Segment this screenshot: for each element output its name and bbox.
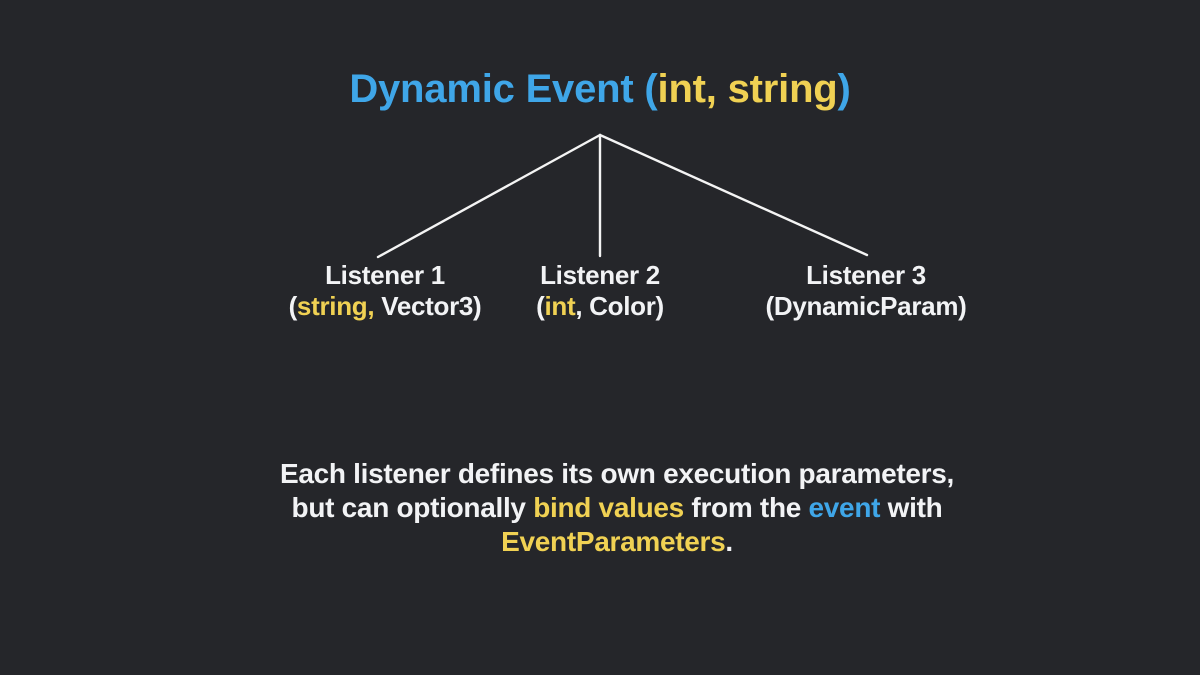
listener-2-params: (int, Color) bbox=[536, 291, 664, 322]
listener-2-node: Listener 2 (int, Color) bbox=[536, 260, 664, 322]
listener-1-params: (string, Vector3) bbox=[289, 291, 482, 322]
text-segment: Dynamic Event ( bbox=[349, 67, 658, 111]
listener-3-name: Listener 3 bbox=[806, 260, 926, 290]
text-segment: bind values bbox=[533, 492, 684, 523]
connector-title-to-listener-1 bbox=[376, 133, 602, 259]
caption-text: Each listener defines its own execution … bbox=[17, 457, 1200, 559]
slide-title: Dynamic Event (int, string) bbox=[0, 66, 1200, 112]
text-segment: ( bbox=[288, 291, 298, 321]
text-segment: from the bbox=[683, 492, 809, 523]
listener-2-name: Listener 2 bbox=[540, 260, 660, 290]
text-segment: string, bbox=[296, 291, 375, 321]
text-segment: int bbox=[544, 291, 576, 321]
text-segment: Each listener defines its own execution … bbox=[279, 458, 955, 489]
text-segment: with bbox=[880, 492, 943, 523]
listener-3-params: (DynamicParam) bbox=[766, 291, 967, 322]
text-segment: , Color) bbox=[575, 291, 664, 321]
text-segment: ) bbox=[837, 67, 851, 111]
text-segment: event bbox=[808, 492, 881, 523]
text-segment: but can optionally bbox=[291, 492, 534, 523]
text-segment: Vector3) bbox=[374, 291, 482, 321]
listener-3-node: Listener 3 (DynamicParam) bbox=[766, 260, 967, 322]
text-segment: EventParameters bbox=[501, 526, 726, 557]
text-segment: int, string bbox=[657, 67, 838, 111]
caption-line-3: EventParameters. bbox=[17, 525, 1200, 559]
caption-line-1: Each listener defines its own execution … bbox=[17, 457, 1200, 491]
text-segment: . bbox=[725, 526, 733, 557]
text-segment: ( bbox=[536, 291, 545, 321]
caption-line-2: but can optionally bind values from the … bbox=[17, 491, 1200, 525]
listener-1-node: Listener 1 (string, Vector3) bbox=[289, 260, 482, 322]
listener-1-name: Listener 1 bbox=[325, 260, 445, 290]
connector-title-to-listener-3 bbox=[598, 133, 869, 257]
text-segment: (DynamicParam) bbox=[765, 291, 967, 321]
